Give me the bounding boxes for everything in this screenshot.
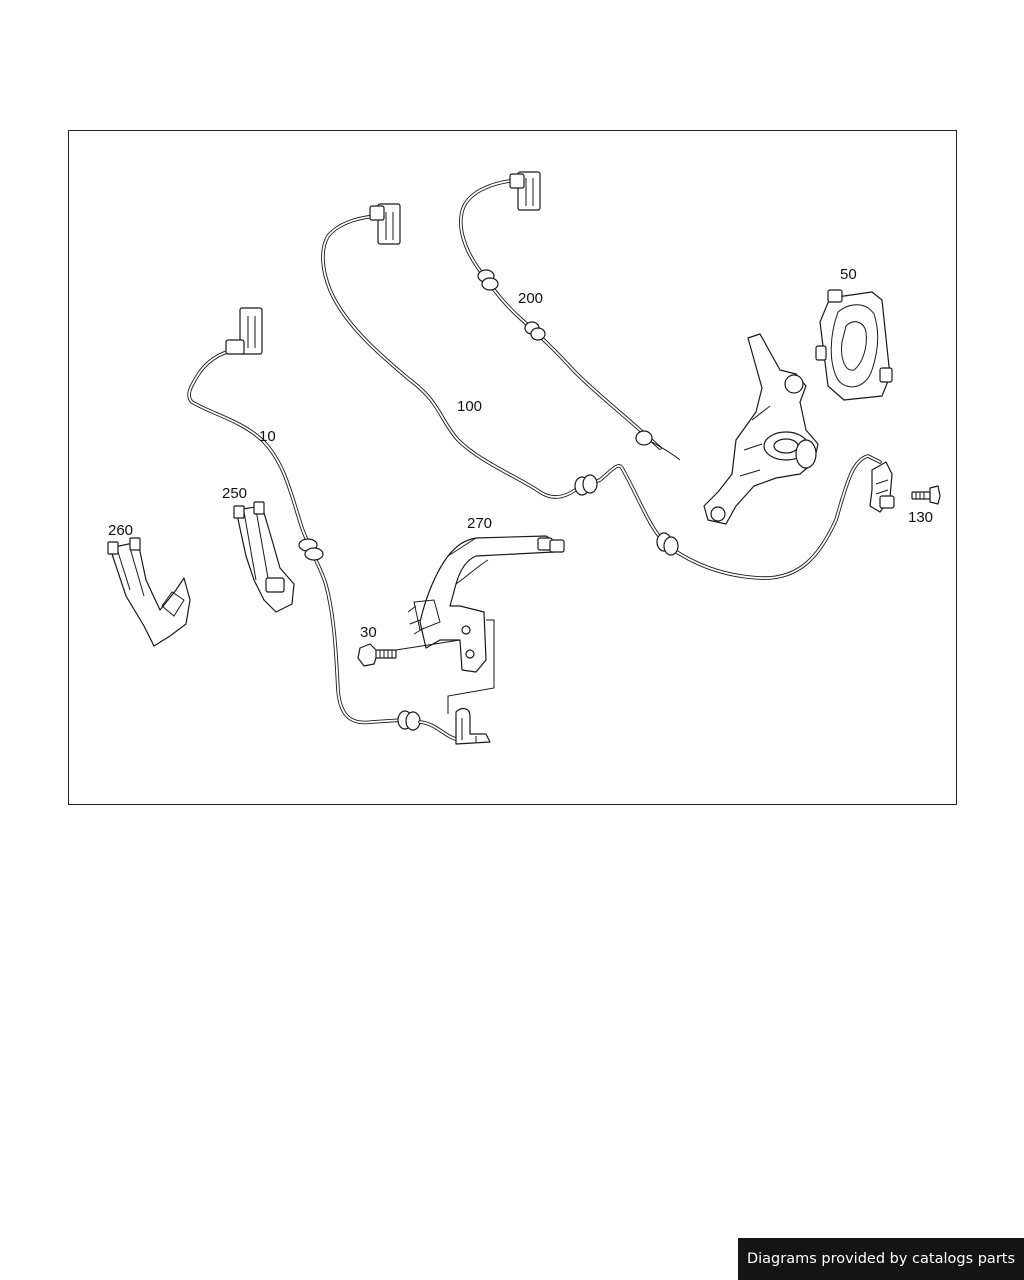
screw-130[interactable]	[911, 485, 941, 505]
sensor-cable-10[interactable]	[187, 307, 491, 745]
footer-attribution: Diagrams provided by catalogs parts	[738, 1238, 1024, 1280]
callout-270: 270	[467, 515, 492, 532]
leader-lines	[395, 619, 495, 714]
callout-200: 200	[518, 290, 543, 307]
callout-250: 250	[222, 485, 247, 502]
sensor-cable-100[interactable]	[321, 203, 895, 580]
clip-260[interactable]	[107, 537, 191, 647]
clip-250[interactable]	[233, 501, 295, 613]
cover-50[interactable]	[815, 289, 893, 401]
callout-50: 50	[840, 266, 857, 283]
steering-knuckle	[703, 333, 819, 525]
callout-130: 130	[908, 509, 933, 526]
bolt-30[interactable]	[357, 643, 397, 667]
bracket-270[interactable]	[407, 535, 565, 673]
callout-10: 10	[259, 428, 276, 445]
callout-100: 100	[457, 398, 482, 415]
sensor-cable-200[interactable]	[459, 171, 681, 461]
callout-260: 260	[108, 522, 133, 539]
callout-30: 30	[360, 624, 377, 641]
